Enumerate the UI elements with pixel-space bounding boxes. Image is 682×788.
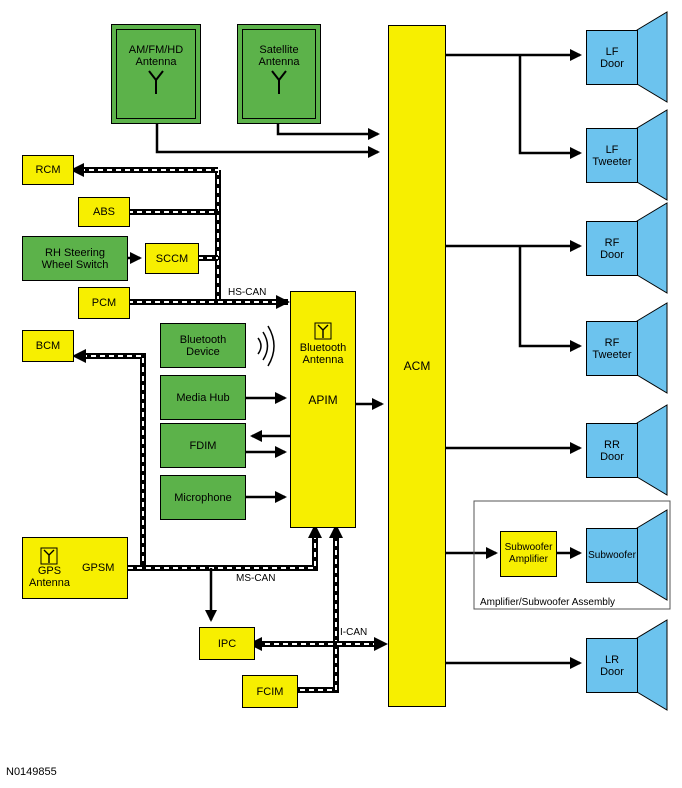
fdim-label: FDIM <box>189 439 217 452</box>
rh-steering-wheel-switch: RH Steering Wheel Switch <box>22 236 128 281</box>
figure-id: N0149855 <box>6 766 57 778</box>
bluetooth-device: Bluetooth Device <box>160 323 246 368</box>
subwoofer-amplifier: Subwoofer Amplifier <box>500 531 557 577</box>
rf-door-speaker: RF Door <box>586 221 638 276</box>
rf-tweeter-speaker: RF Tweeter <box>586 321 638 376</box>
acm-module: ACM <box>388 25 446 707</box>
rr-door-horn-icon <box>636 404 668 496</box>
bluetooth-antenna-icon <box>314 322 332 340</box>
antenna-icon <box>148 70 164 94</box>
fcim-module: FCIM <box>242 675 298 708</box>
media-hub-label: Media Hub <box>176 391 230 404</box>
fdim-module: FDIM <box>160 423 246 468</box>
apim-module: Bluetooth Antenna APIM <box>290 291 356 528</box>
bus-arrowheads <box>70 163 388 651</box>
abs-label: ABS <box>92 206 115 218</box>
hs-can-label: HS-CAN <box>228 287 267 298</box>
sccm-label: SCCM <box>155 252 189 265</box>
rcm-label: RCM <box>35 164 61 176</box>
gpsm-label: GPSM <box>81 562 115 574</box>
subwoofer-speaker: Subwoofer <box>586 528 638 583</box>
bluetooth-device-label: Bluetooth Device <box>179 333 227 358</box>
rh-steering-label: RH Steering Wheel Switch <box>41 246 109 271</box>
subwoofer-horn-icon <box>636 509 668 601</box>
ms-can-label: MS-CAN <box>236 573 276 584</box>
bluetooth-antenna-label: Bluetooth Antenna <box>299 342 347 366</box>
satellite-antenna: Satellite Antenna <box>242 29 316 119</box>
rf-tweeter-label: RF Tweeter <box>592 336 632 361</box>
pcm-module: PCM <box>78 287 130 319</box>
rf-door-label: RF Door <box>600 236 624 261</box>
fcim-label: FCIM <box>256 685 284 698</box>
i-can-label: I-CAN <box>340 627 368 638</box>
microphone-label: Microphone <box>174 491 232 504</box>
lf-tweeter-label: LF Tweeter <box>592 143 632 168</box>
abs-module: ABS <box>78 197 130 227</box>
am-fm-hd-antenna: AM/FM/HD Antenna <box>116 29 196 119</box>
satellite-antenna-label: Satellite Antenna <box>258 44 300 68</box>
rr-door-speaker: RR Door <box>586 423 638 478</box>
rcm-module: RCM <box>22 155 74 185</box>
lr-door-horn-icon <box>636 619 668 711</box>
apim-label: APIM <box>308 393 338 407</box>
subwoofer-amplifier-label: Subwoofer Amplifier <box>504 542 553 565</box>
assembly-label: Amplifier/Subwoofer Assembly <box>480 597 616 608</box>
antenna-icon <box>271 70 287 94</box>
lf-tweeter-speaker: LF Tweeter <box>586 128 638 183</box>
ipc-module: IPC <box>199 627 255 660</box>
bus-lines <box>80 167 380 693</box>
lf-tweeter-horn-icon <box>636 109 668 201</box>
acm-label: ACM <box>403 359 431 373</box>
lr-door-speaker: LR Door <box>586 638 638 693</box>
lf-door-speaker: LF Door <box>586 30 638 85</box>
speaker-horns <box>636 11 668 711</box>
gpsm-module: GPS Antenna GPSM <box>22 537 128 599</box>
rr-door-label: RR Door <box>600 438 624 463</box>
bcm-module: BCM <box>22 330 74 362</box>
lr-door-label: LR Door <box>600 653 624 678</box>
am-fm-hd-antenna-label: AM/FM/HD Antenna <box>128 44 184 68</box>
bluetooth-waves-icon <box>257 325 275 367</box>
lf-door-label: LF Door <box>600 45 624 70</box>
ipc-label: IPC <box>217 637 237 650</box>
lf-door-horn-icon <box>636 11 668 103</box>
rf-tweeter-horn-icon <box>636 302 668 394</box>
subwoofer-label: Subwoofer <box>588 549 636 561</box>
gps-antenna-icon <box>40 547 58 565</box>
media-hub: Media Hub <box>160 375 246 420</box>
pcm-label: PCM <box>91 297 117 309</box>
rf-door-horn-icon <box>636 202 668 294</box>
microphone: Microphone <box>160 475 246 520</box>
amplifier-subwoofer-assembly-frame <box>473 500 671 610</box>
bcm-label: BCM <box>35 340 61 352</box>
gps-antenna-label: GPS Antenna <box>29 565 70 589</box>
sccm-module: SCCM <box>145 243 199 274</box>
